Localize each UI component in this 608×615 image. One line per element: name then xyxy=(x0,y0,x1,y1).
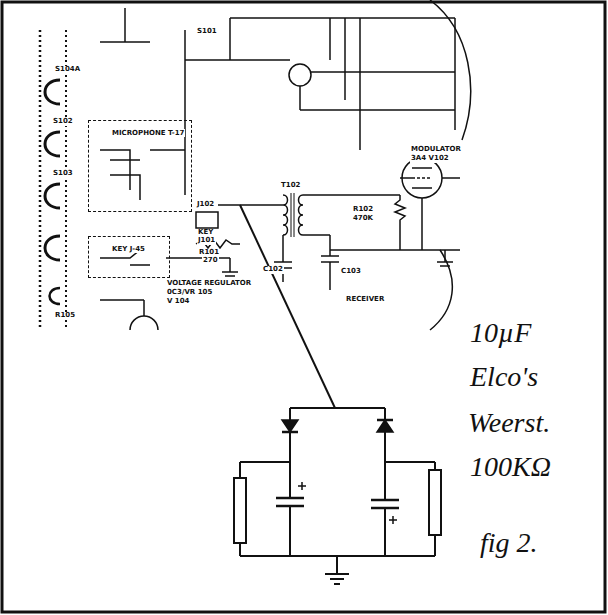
part-label: KEY xyxy=(197,229,214,237)
part-label: S103 xyxy=(52,170,74,178)
part-label: RECEIVER xyxy=(345,296,385,304)
part-label: R101 xyxy=(198,249,220,257)
part-label: R102 xyxy=(352,206,374,214)
handwritten-note: 100KΩ xyxy=(470,452,551,483)
dashed-box: MICROPHONE T-17 xyxy=(88,120,192,212)
handwritten-note: Elco's xyxy=(470,362,538,393)
part-label: VOLTAGE REGULATOR xyxy=(166,280,252,288)
part-label: V 104 xyxy=(166,298,190,306)
part-label: R105 xyxy=(54,312,76,320)
handwritten-note: Weerst. xyxy=(468,408,550,439)
part-label: J101 xyxy=(197,237,216,245)
part-label: S101 xyxy=(196,28,218,36)
handwritten-note: 10µF xyxy=(470,318,531,349)
part-label: 270 xyxy=(202,257,219,265)
part-label: S104A xyxy=(54,66,81,74)
part-label: 0C3/VR 105 xyxy=(166,289,213,297)
figure-caption: fig 2. xyxy=(480,528,538,559)
part-label: 3A4 V102 xyxy=(410,155,450,163)
box-label: KEY J-45 xyxy=(111,245,146,253)
part-label: MODULATOR xyxy=(410,146,462,154)
part-label: T102 xyxy=(280,182,301,190)
dashed-box: KEY J-45 xyxy=(88,236,170,278)
part-label: C103 xyxy=(340,268,362,276)
box-label: MICROPHONE T-17 xyxy=(111,129,185,137)
part-label: C102 xyxy=(262,266,284,274)
part-label: J102 xyxy=(196,201,215,209)
part-label: 470K xyxy=(352,215,374,223)
part-label: S102 xyxy=(52,118,74,126)
